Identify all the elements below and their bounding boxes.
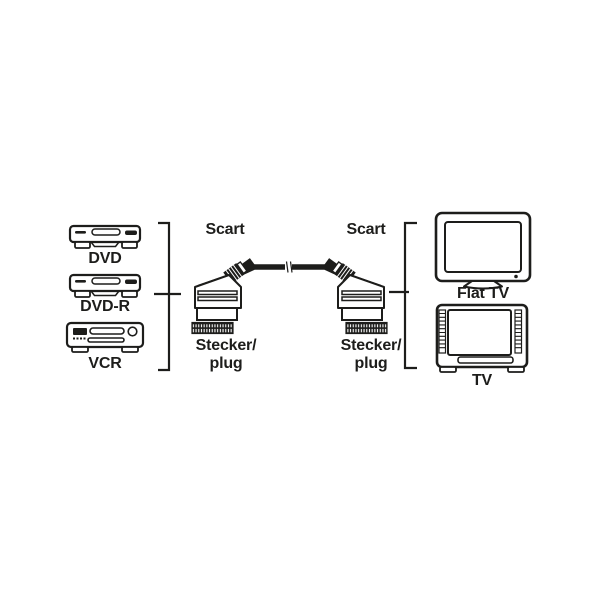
scart-label-right: Scart <box>346 221 386 238</box>
dvd-recorder-icon <box>68 273 142 298</box>
right-grouping-bracket <box>389 221 417 370</box>
dvd-player-label: DVD <box>88 250 122 267</box>
dvd-recorder-label: DVD-R <box>80 298 130 315</box>
plug-label-left-line1: Stecker/ <box>195 337 257 354</box>
plug-label-right: Stecker/ plug <box>331 337 411 372</box>
dvd-player-icon <box>68 224 142 249</box>
plug-label-right-line1: Stecker/ <box>340 337 402 354</box>
plug-label-left: Stecker/ plug <box>186 337 266 372</box>
vcr-label: VCR <box>88 355 122 372</box>
scart-plug-left-icon <box>191 253 257 335</box>
scart-label-left: Scart <box>205 221 245 238</box>
cable-break-icon <box>285 261 293 273</box>
vcr-icon <box>65 321 145 353</box>
plug-label-left-line2: plug <box>209 354 243 372</box>
flat-tv-label: Flat TV <box>457 285 509 302</box>
scart-plug-right-icon <box>322 253 388 335</box>
flat-tv-icon <box>434 211 532 290</box>
plug-label-right-line2: plug <box>354 354 388 372</box>
crt-tv-label: TV <box>471 372 493 389</box>
left-grouping-bracket <box>154 221 181 372</box>
crt-tv-icon <box>435 303 529 373</box>
scart-cable-icon <box>191 253 388 335</box>
cable-line <box>239 261 340 276</box>
